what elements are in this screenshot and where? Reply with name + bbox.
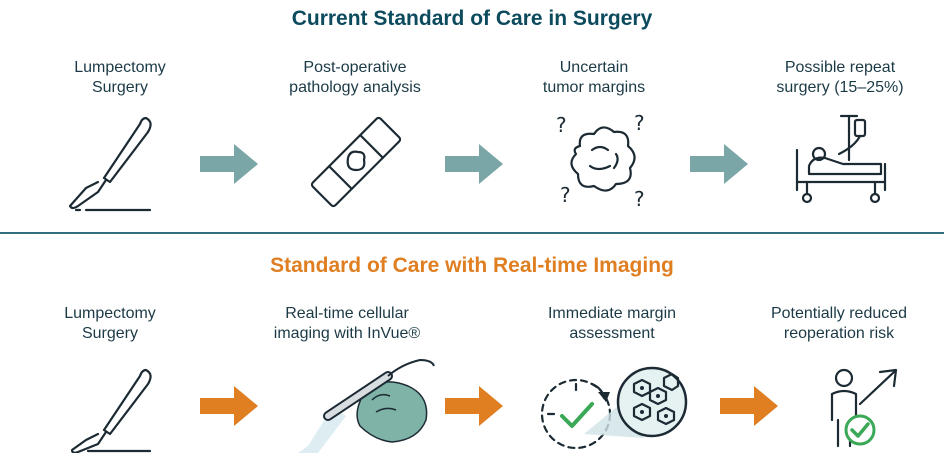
person-check-icon bbox=[830, 368, 898, 448]
bottom-step-1-line1: Lumpectomy bbox=[64, 305, 156, 322]
arrow-right-icon bbox=[445, 144, 503, 184]
bottom-step-4-line2: reoperation risk bbox=[783, 325, 895, 342]
arrow-right-icon bbox=[200, 144, 258, 184]
arrow-right-icon bbox=[200, 386, 258, 426]
svg-text:?: ? bbox=[634, 111, 645, 135]
top-step-4-line1: Possible repeat bbox=[784, 59, 896, 76]
arrow-right-icon bbox=[690, 144, 748, 184]
top-step-2-label: Post-operative pathology analysis bbox=[250, 58, 460, 98]
top-step-2-line2: pathology analysis bbox=[289, 79, 421, 96]
hospital-bed-icon bbox=[795, 114, 887, 204]
top-step-4-label: Possible repeat surgery (15–25%) bbox=[735, 58, 944, 98]
top-step-2-line1: Post-operative bbox=[303, 59, 407, 76]
top-step-3-line1: Uncertain bbox=[559, 59, 629, 76]
uncertain-tumor-icon: ? ? ? ? bbox=[556, 111, 645, 211]
bottom-step-1-line2: Surgery bbox=[81, 325, 139, 342]
bottom-step-4-line1: Potentially reduced bbox=[770, 305, 908, 322]
bottom-step-2-line2: imaging with InVue® bbox=[273, 325, 421, 342]
top-step-3-label: Uncertain tumor margins bbox=[489, 58, 699, 98]
bottom-step-3-line1: Immediate margin bbox=[547, 305, 677, 322]
arrow-right-icon bbox=[720, 386, 778, 426]
top-step-3-line2: tumor margins bbox=[542, 79, 646, 96]
svg-text:?: ? bbox=[556, 113, 567, 137]
bottom-step-3-line2: assessment bbox=[569, 325, 655, 342]
arrow-right-icon bbox=[445, 386, 503, 426]
clock-magnifier-icon bbox=[540, 366, 688, 450]
svg-text:?: ? bbox=[560, 183, 571, 207]
bottom-step-4-label: Potentially reduced reoperation risk bbox=[734, 304, 944, 344]
bottom-step-3-label: Immediate margin assessment bbox=[507, 304, 717, 344]
top-section-title: Current Standard of Care in Surgery bbox=[291, 7, 653, 30]
scalpel-icon bbox=[68, 116, 152, 212]
top-step-1-line2: Surgery bbox=[91, 79, 149, 96]
top-step-4-line2: surgery (15–25%) bbox=[776, 79, 904, 96]
top-step-1-line1: Lumpectomy bbox=[74, 59, 166, 76]
pathology-slide-icon bbox=[310, 116, 402, 208]
svg-text:?: ? bbox=[634, 187, 645, 211]
bottom-step-1-label: Lumpectomy Surgery bbox=[5, 304, 215, 344]
scalpel-icon bbox=[70, 368, 152, 453]
imaging-probe-icon bbox=[298, 358, 435, 453]
top-step-1-label: Lumpectomy Surgery bbox=[15, 58, 225, 98]
section-divider bbox=[0, 232, 944, 234]
bottom-step-2-label: Real-time cellular imaging with InVue® bbox=[242, 304, 452, 344]
bottom-step-2-line1: Real-time cellular bbox=[285, 305, 409, 322]
bottom-section-title: Standard of Care with Real-time Imaging bbox=[270, 254, 674, 277]
